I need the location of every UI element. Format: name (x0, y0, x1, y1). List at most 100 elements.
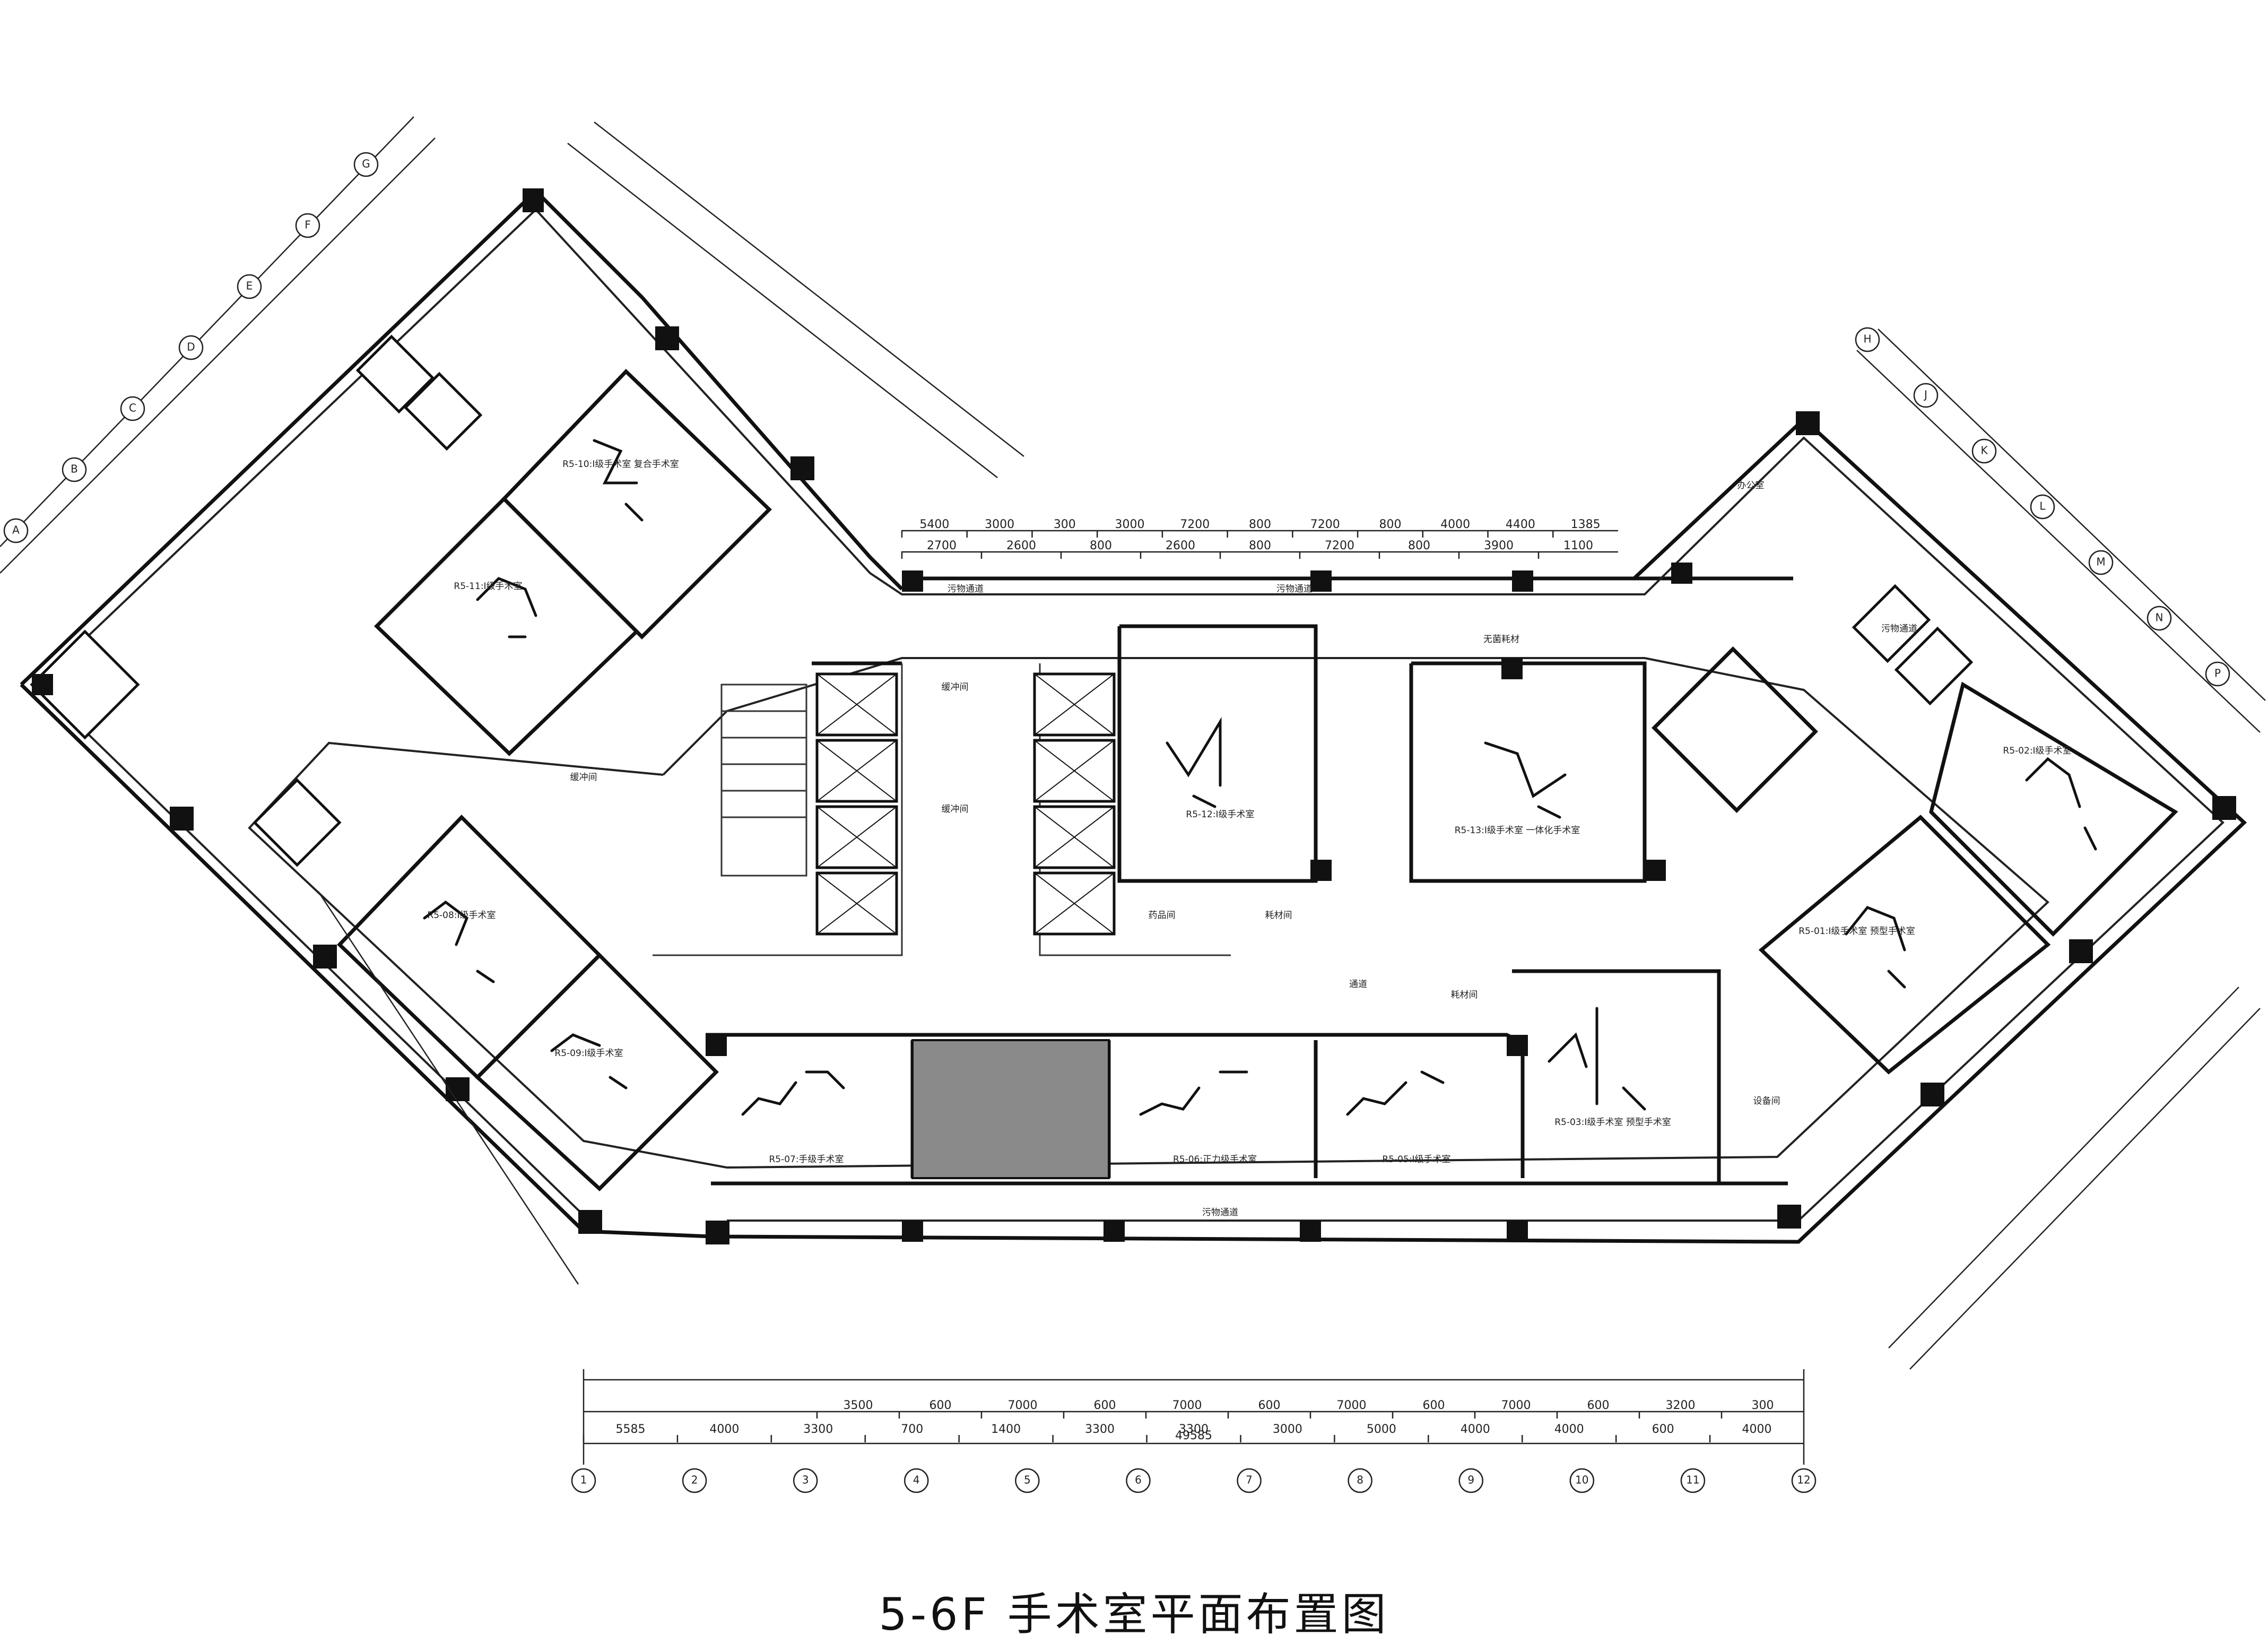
room-label-r5: R5-12:Ⅰ级手术室 (1186, 809, 1254, 820)
dim-bottom-mid-3: 700 (901, 1423, 923, 1436)
grid-bottom-label-3: 4 (913, 1474, 920, 1486)
exterior-walls (20, 188, 2247, 1244)
dim-top-a-5: 800 (1249, 518, 1271, 531)
room-label-dirty-top2: 污物通道 (1276, 584, 1313, 594)
grid-bottom-bubble-3 (904, 1468, 929, 1493)
dim-bottom-top-0: 3500 (844, 1399, 873, 1412)
grid-bottom-label-1: 2 (691, 1474, 698, 1486)
room-label-r8: R5-09:Ⅰ级手术室 (554, 1048, 623, 1059)
dim-bottom-top-2: 7000 (1008, 1399, 1038, 1412)
dim-top-b-7: 3900 (1484, 539, 1514, 552)
grid-bottom-label-7: 8 (1357, 1474, 1363, 1486)
dim-bottom-top-6: 7000 (1337, 1399, 1367, 1412)
room-label-r6: R5-13:Ⅰ级手术室 一体化手术室 (1455, 825, 1580, 836)
grid-bottom-bubble-4 (1015, 1468, 1040, 1493)
grid-bottom-bubble-8 (1458, 1468, 1483, 1493)
grid-right-bubble-2 (1971, 438, 1997, 464)
room-label-r3: R5-05:Ⅰ级手术室 (1382, 1154, 1450, 1165)
room-label-corridor: 通道 (1349, 979, 1367, 990)
grid-bottom-bubble-6 (1237, 1468, 1262, 1493)
grid-right-label-1: J (1923, 388, 1927, 401)
grid-left-label-6: G (362, 158, 370, 170)
dim-top-b-4: 800 (1249, 539, 1271, 552)
grid-bottom-label-10: 11 (1686, 1474, 1699, 1486)
surgical-equipment (423, 439, 2097, 1116)
grid-bottom-label-2: 3 (802, 1474, 809, 1486)
grid-bottom-bubble-7 (1348, 1468, 1372, 1493)
dim-bottom-mid-4: 1400 (991, 1423, 1021, 1436)
dim-top-a-10: 1385 (1571, 518, 1601, 531)
grid-bottom-label-11: 12 (1797, 1474, 1810, 1486)
dim-bottom-mid-1: 4000 (709, 1423, 739, 1436)
room-label-r9: R5-01:Ⅰ级手术室 预型手术室 (1798, 926, 1915, 937)
room-label-dirty-top1: 污物通道 (948, 584, 984, 594)
dim-bottom-top-3: 600 (1094, 1399, 1116, 1412)
grid-right-bubble-0 (1855, 327, 1880, 352)
dim-bottom-top-10: 3200 (1666, 1399, 1696, 1412)
dim-bottom-mid-10: 4000 (1554, 1423, 1584, 1436)
grid-left-bubble-0 (3, 518, 29, 543)
dim-top-b-1: 2600 (1006, 539, 1036, 552)
dim-top-b-8: 1100 (1563, 539, 1593, 552)
left-wing-rooms (30, 334, 772, 1191)
dim-top-a-6: 7200 (1310, 518, 1340, 531)
dim-bottom-mid-2: 3300 (803, 1423, 833, 1436)
room-label-buffer1: 缓冲间 (942, 682, 969, 693)
grid-bottom-bubble-9 (1569, 1468, 1595, 1493)
dim-top-b-0: 2700 (927, 539, 957, 552)
dim-bottom-mid-0: 5585 (615, 1423, 645, 1436)
bottom-total-dimension: 49585 (1175, 1429, 1212, 1442)
grid-bottom-bubble-5 (1126, 1468, 1151, 1493)
grid-bottom-bubble-1 (682, 1468, 707, 1493)
room-label-buffer2: 缓冲间 (942, 804, 969, 815)
dim-bottom-mid-6: 3300 (1179, 1423, 1209, 1436)
grid-left-bubble-5 (295, 213, 320, 238)
dim-bottom-top-8: 7000 (1501, 1399, 1531, 1412)
dim-top-b-6: 800 (1408, 539, 1430, 552)
drawing-title: 5-6F 手术室平面布置图 (879, 1588, 1389, 1640)
room-label-medicine: 药品间 (1149, 910, 1176, 921)
dim-bottom-mid-7: 3000 (1273, 1423, 1302, 1436)
room-label-office: 办公室 (1737, 480, 1765, 491)
grid-right-label-4: M (2096, 556, 2105, 568)
grid-bottom-bubble-10 (1680, 1468, 1706, 1493)
grid-left-bubble-6 (353, 152, 379, 177)
grid-bottom-bubble-0 (571, 1468, 596, 1493)
room-label-sterile: 无菌耗材 (1483, 634, 1519, 645)
grid-left-label-0: A (12, 524, 20, 537)
dim-top-b-2: 800 (1090, 539, 1112, 552)
dim-bottom-top-1: 600 (929, 1399, 952, 1412)
grid-right-label-0: H (1863, 333, 1871, 345)
dim-top-a-8: 4000 (1440, 518, 1470, 531)
dim-top-a-1: 3000 (985, 518, 1014, 531)
dim-top-a-3: 3000 (1115, 518, 1145, 531)
grid-left-label-5: F (305, 219, 311, 231)
room-label-dirty-bottom: 污物通道 (1202, 1207, 1238, 1218)
grid-bottom-bubble-11 (1791, 1468, 1817, 1493)
grid-right-bubble-6 (2205, 661, 2230, 687)
dim-bottom-top-9: 600 (1587, 1399, 1610, 1412)
room-label-r1: R5-07:手级手术室 (769, 1154, 844, 1165)
grid-right-label-6: P (2214, 667, 2221, 680)
dim-bottom-top-7: 600 (1423, 1399, 1445, 1412)
structural-columns (32, 188, 2236, 1244)
dim-bottom-mid-11: 600 (1652, 1423, 1674, 1436)
grid-bottom-label-6: 7 (1246, 1474, 1253, 1486)
room-label-consumables2: 耗材间 (1451, 990, 1478, 1000)
room-label-r12: R5-11:Ⅰ级手术室 (454, 581, 522, 592)
central-elevators (720, 672, 1116, 936)
grid-right-label-5: N (2156, 611, 2163, 624)
room-label-r2: R5-06:正力级手术室 (1173, 1154, 1257, 1165)
bottom-dimensions: 3500 600 7000 600 7000 600 7000 600 7000 600 3200 3… (571, 1369, 1817, 1493)
grid-right-bubble-3 (2030, 494, 2055, 520)
dim-top-a-7: 800 (1379, 518, 1401, 531)
dim-bottom-mid-5: 3300 (1085, 1423, 1115, 1436)
dim-bottom-top-4: 7000 (1172, 1399, 1202, 1412)
room-label-buffer3: 缓冲间 (570, 772, 597, 783)
grid-bottom-label-9: 10 (1575, 1474, 1588, 1486)
room-labels: R5-07:手级手术室 R5-06:正力级手术室 R5-05:Ⅰ级手术室 R5-… (427, 459, 2071, 1218)
grid-left-bubble-3 (178, 335, 204, 360)
